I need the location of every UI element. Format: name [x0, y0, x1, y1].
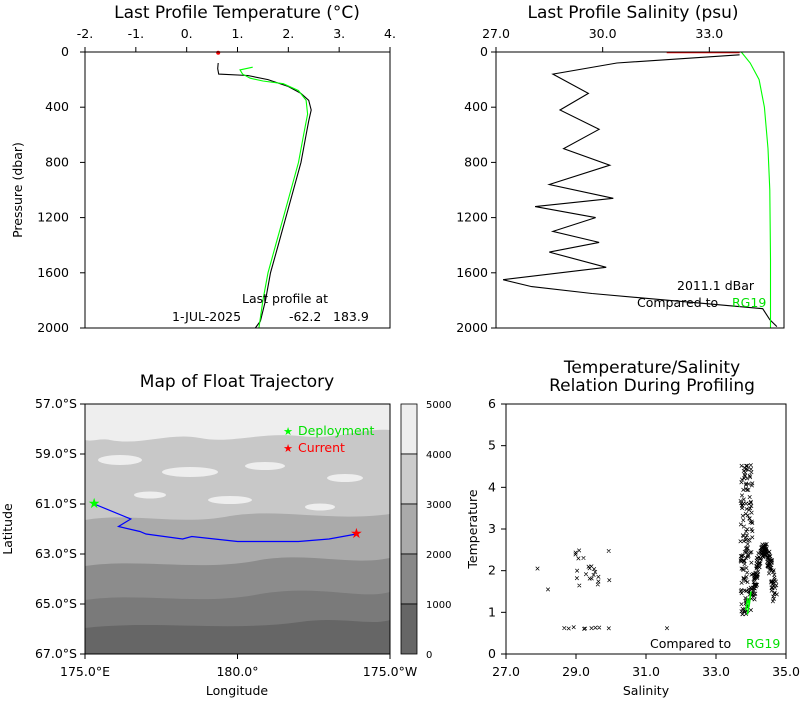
surface-point	[216, 50, 221, 55]
salinity-frame	[495, 51, 785, 329]
salinity-panel: Last Profile Salinity (psu) 27.0 30.0 33.0…	[456, 3, 785, 335]
temperature-x-tick-label: 4.	[384, 26, 396, 41]
ts-compared-label: Compared to	[650, 636, 731, 651]
salinity-x-tick-label: 30.0	[589, 26, 617, 41]
current-legend-label: Current	[298, 440, 345, 455]
temperature-y-tick-label: 400	[45, 99, 69, 114]
ts-y-tick-label: 0	[488, 646, 496, 661]
ts-panel: Temperature/Salinity Relation During Pro…	[465, 358, 800, 698]
temperature-y-tick-label: 800	[45, 154, 69, 169]
ts-y-tick-label: 4	[488, 479, 496, 494]
longitude-tick-label: 180.0°	[216, 664, 258, 679]
temperature-y-tick-label: 1600	[37, 265, 69, 280]
longitude-tick-label: 175.0°E	[60, 664, 110, 679]
salinity-axis-label: Salinity	[623, 683, 670, 698]
temperature-x-tick-label: -2.	[77, 26, 93, 41]
salinity-series-0	[502, 54, 778, 327]
current-legend-icon: ★	[283, 442, 293, 455]
ts-x-tick-label: 33.0	[702, 664, 730, 679]
temperature-x-tick-label: -1.	[128, 26, 144, 41]
salinity-depth-label: 2011.1 dBar	[677, 278, 755, 293]
last-profile-lat: -62.2	[289, 309, 321, 324]
ts-x-tick-label: 29.0	[562, 664, 590, 679]
ts-title-line-1: Temperature/Salinity	[563, 358, 740, 378]
latitude-tick-label: 61.0°S	[35, 496, 77, 511]
longitude-tick-label: 175.0°W	[363, 664, 417, 679]
temperature-series-1	[239, 66, 309, 329]
temperature-y-tick-label: 1200	[37, 210, 69, 225]
temperature-panel: Last Profile Temperature (°C) -2. -1. 0. 1.…	[10, 3, 396, 335]
ts-y-tick-label: 3	[488, 521, 496, 536]
ts-frame	[505, 403, 787, 655]
colorbar-tick-label: 0	[426, 650, 432, 661]
latitude-tick-label: 57.0°S	[35, 396, 77, 411]
colorbar-tick-label: 4000	[426, 450, 451, 461]
last-profile-date: 1-JUL-2025	[172, 309, 241, 324]
temperature-x-tick-label: 2.	[282, 26, 294, 41]
salinity-y-tick-label: 1600	[456, 265, 488, 280]
latitude-tick-label: 65.0°S	[35, 596, 77, 611]
salinity-series-2	[740, 51, 772, 328]
temperature-axis-label: Temperature	[465, 489, 480, 569]
colorbar-tick-label: 1000	[426, 600, 451, 611]
current-star-marker: ★	[350, 526, 363, 542]
salinity-compared-label: Compared to	[637, 295, 718, 310]
ts-reference-curve	[745, 591, 752, 615]
deployment-legend-icon: ★	[283, 425, 293, 438]
ts-x-tick-label: 27.0	[492, 664, 520, 679]
longitude-axis-label: Longitude	[206, 683, 268, 698]
bathymetry-map	[85, 404, 390, 654]
float-trajectory-line	[93, 503, 357, 543]
last-profile-label: Last profile at	[242, 291, 328, 306]
ts-y-tick-label: 1	[488, 604, 496, 619]
colorbar-tick-label: 5000	[426, 400, 451, 411]
colorbar-tick-label: 2000	[426, 550, 451, 561]
temperature-x-tick-label: 0.	[181, 26, 193, 41]
map-title: Map of Float Trajectory	[140, 372, 334, 392]
colorbar-tick-label: 3000	[426, 500, 451, 511]
deployment-legend-label: Deployment	[298, 423, 375, 438]
ts-x-tick-label: 31.0	[632, 664, 660, 679]
ts-scatter-points	[535, 463, 779, 631]
salinity-y-tick-label: 1200	[456, 210, 488, 225]
ts-y-tick-label: 2	[488, 563, 496, 578]
salinity-rg19-label: RG19	[732, 295, 766, 310]
map-panel: Map of Float Trajectory ★ ★ ★ Deployment…	[0, 372, 451, 698]
salinity-x-tick-label: 27.0	[482, 26, 510, 41]
temperature-y-tick-label: 2000	[37, 320, 69, 335]
salinity-x-tick-label: 33.0	[695, 26, 723, 41]
ts-y-tick-label: 6	[488, 396, 496, 411]
ts-rg19-label: RG19	[746, 636, 780, 651]
pressure-axis-label: Pressure (dbar)	[10, 142, 25, 238]
salinity-y-tick-label: 800	[464, 154, 488, 169]
temperature-series-0	[217, 62, 312, 329]
salinity-y-tick-label: 2000	[456, 320, 488, 335]
latitude-tick-label: 63.0°S	[35, 546, 77, 561]
depth-colorbar: 5000 4000 3000 2000 1000 0	[400, 400, 451, 661]
temperature-title: Last Profile Temperature (°C)	[114, 3, 360, 23]
ts-y-tick-label: 5	[488, 438, 496, 453]
last-profile-lon: 183.9	[333, 309, 369, 324]
latitude-tick-label: 59.0°S	[35, 446, 77, 461]
latitude-axis-label: Latitude	[0, 503, 15, 555]
ts-title-line-2: Relation During Profiling	[549, 376, 755, 396]
ts-x-tick-label: 35.0	[772, 664, 800, 679]
temperature-frame	[84, 51, 391, 329]
salinity-y-tick-label: 0	[480, 44, 488, 59]
temperature-x-tick-label: 3.	[333, 26, 345, 41]
latitude-tick-label: 67.0°S	[35, 646, 77, 661]
temperature-y-tick-label: 0	[61, 44, 69, 59]
deployment-star-marker: ★	[88, 496, 101, 512]
salinity-title: Last Profile Salinity (psu)	[527, 3, 738, 23]
salinity-y-tick-label: 400	[464, 99, 488, 114]
temperature-x-tick-label: 1.	[232, 26, 244, 41]
